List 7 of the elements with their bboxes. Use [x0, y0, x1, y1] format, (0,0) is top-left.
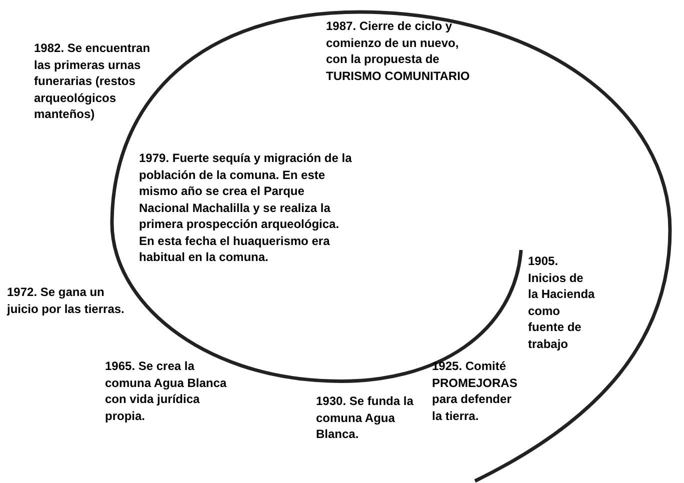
timeline-note: 1930. Se funda la comuna Agua Blanca.	[316, 393, 414, 442]
timeline-note: 1905. Inicios de la Hacienda como fuente de trabajo	[528, 253, 596, 352]
timeline-note: 1965. Se crea la comuna Agua Blanca con vida jurídica propia.	[105, 358, 228, 424]
timeline-note: 1972. Se gana un juicio por las tierras.	[7, 284, 126, 317]
timeline-note: 1987. Cierre de ciclo y comienzo de un nuevo, con la propuesta de TURISMO COMUNITARIO	[326, 18, 471, 84]
timeline-note: 1979. Fuerte sequía y migración de la población de la comuna. En este mismo año se crea el Parque Nacional Machalilla y se realiza la primera prospección arqueológica. En esta fecha el huaquerismo era habitual en la comuna.	[139, 150, 353, 266]
timeline-note: 1982. Se encuentran las primeras urnas funerarias (restos arqueológicos manteños)	[34, 40, 152, 122]
